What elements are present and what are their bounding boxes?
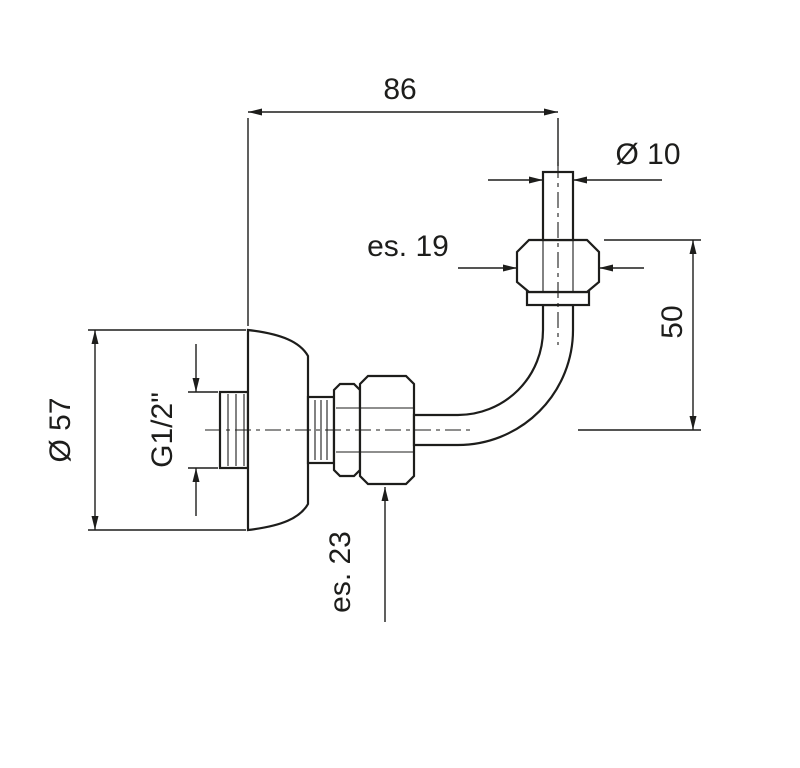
dimension-hex-bottom: es. 23 — [324, 487, 389, 622]
elbow-tube — [412, 303, 575, 447]
arrowhead — [573, 176, 587, 184]
dimension-flange-diameter: Ø 57 — [44, 329, 246, 531]
arrowhead — [599, 264, 613, 272]
arrowhead — [381, 487, 389, 501]
centerlines — [205, 162, 559, 431]
arrowhead — [544, 108, 558, 116]
dim-label-tube-diameter: Ø 10 — [615, 138, 680, 171]
dim-label-hex-top: es. 19 — [367, 230, 449, 263]
arrowhead — [248, 108, 262, 116]
dimension-thread-size: G1/2" — [146, 344, 218, 516]
arrowhead — [529, 176, 543, 184]
dim-label-hex-bottom: es. 23 — [324, 531, 357, 613]
arrowhead — [192, 468, 200, 482]
arrowhead — [503, 264, 517, 272]
dim-label-flange-diameter: Ø 57 — [44, 397, 77, 462]
dim-label-thread-size: G1/2" — [146, 392, 179, 468]
dimension-tube-diameter: Ø 10 — [488, 138, 681, 184]
dimension-height-50: 50 — [578, 239, 701, 431]
dim-label-width: 86 — [383, 73, 416, 106]
arrowhead — [689, 416, 697, 430]
arrowhead — [91, 330, 99, 344]
arrowhead — [91, 516, 99, 530]
arrowhead — [689, 240, 697, 254]
arrowhead — [192, 378, 200, 392]
fitting-body — [218, 170, 601, 532]
dimension-width-86: 86 — [247, 73, 559, 326]
dim-label-height: 50 — [656, 305, 689, 338]
dimension-hex-top: es. 19 — [367, 230, 644, 272]
